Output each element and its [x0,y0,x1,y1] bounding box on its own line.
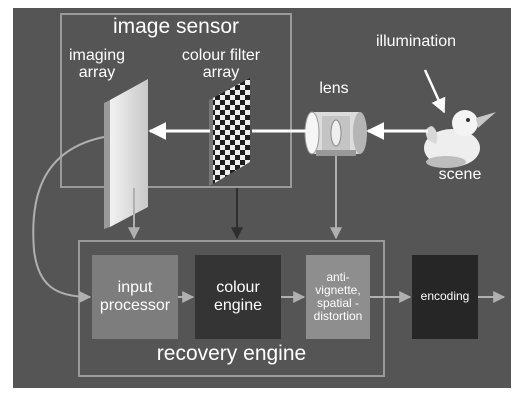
colour-engine-label-line2: engine [213,297,263,314]
encoding-label: encoding [420,289,470,304]
illumination-arrow [423,69,446,114]
input-processor-label-line2: processor [99,297,171,314]
colour-filter-array-label-line2: array [202,63,240,81]
anti-vignette-label-line3: spatial - [316,296,359,310]
illumination-label: illumination [375,33,457,50]
anti-vignette-label-line2: vignette, [315,282,361,297]
image-sensor-box [60,13,292,188]
colour-filter-array-icon [209,78,250,186]
anti-vignette-label-line4: distortion [313,309,363,324]
encoding-block: encoding [412,255,478,339]
recovery-engine-label: recovery engine [156,342,307,365]
colour-filter-array-label-line1: colour filter [181,47,261,64]
recovery-engine-box [78,240,385,377]
colour-engine-label-line1: colour [216,279,260,297]
imaging-array-icon [104,79,148,229]
colour-filter-array-label: colour filter array [172,47,270,82]
imaging-array-label: imaging array [66,47,128,82]
imaging-array-label-line1: imaging [68,47,126,64]
anti-vignette-label-line1: anti- [326,269,350,284]
imaging-array-to-input-processor-curve [32,136,105,303]
imaging-array-label-line2: array [78,63,116,81]
image-sensor-label: image sensor [112,15,240,38]
scene-label: scene [438,166,482,183]
input-processor-label-line1: input [117,279,153,297]
anti-vignette-block: anti- vignette, spatial - distortion [306,255,370,339]
duck-scene-icon [424,110,496,168]
lens-label: lens [319,80,349,97]
lens-icon [304,111,367,156]
